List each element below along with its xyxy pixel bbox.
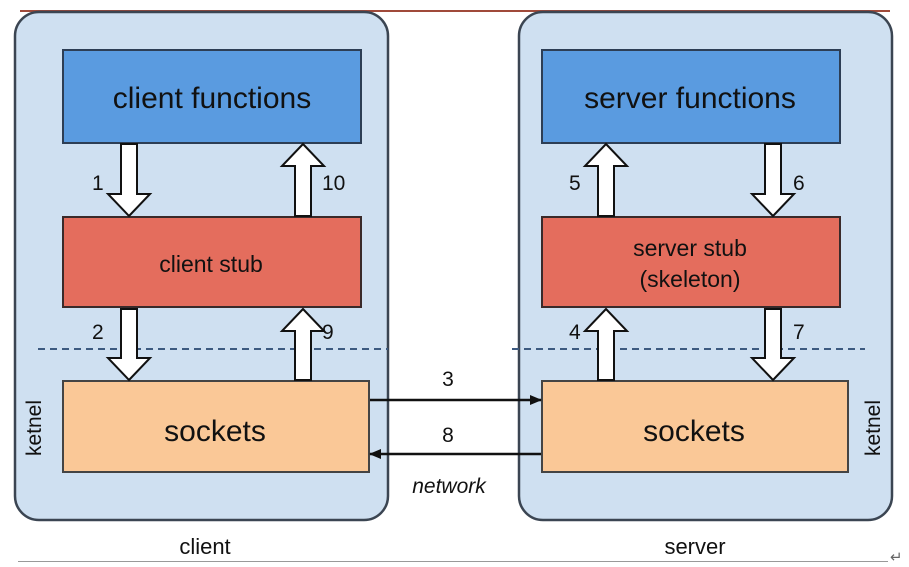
block-arrow-down-7: [749, 308, 797, 382]
client-stub-box: [62, 216, 362, 308]
block-arrow-up-10: [279, 142, 327, 217]
step-label-2: 2: [92, 321, 104, 344]
return-mark-icon: ↵: [890, 548, 903, 566]
client-functions-box: [62, 49, 362, 144]
step-label-5: 5: [569, 172, 581, 195]
block-arrow-down-6: [749, 143, 797, 218]
client-functions-label: client functions: [113, 82, 311, 115]
client-sockets-label: sockets: [164, 415, 266, 448]
server-functions-label: server functions: [584, 82, 796, 115]
server-functions-box: [541, 49, 841, 144]
step-label-1: 1: [92, 172, 104, 195]
step-label-7: 7: [793, 321, 805, 344]
step-label-4: 4: [569, 321, 581, 344]
client-stub-label: client stub: [159, 251, 263, 277]
block-arrow-down-2: [105, 308, 153, 382]
server-kernel-label: ketnel: [862, 400, 885, 456]
server-sockets-box: [541, 380, 849, 473]
block-arrow-down-1: [105, 143, 153, 218]
step-label-10: 10: [322, 172, 345, 195]
client-sockets-box: [62, 380, 370, 473]
client-kernel-label: ketnel: [23, 400, 46, 456]
step-label-9: 9: [322, 321, 334, 344]
top-rule: [20, 10, 890, 12]
server-stub-box: [541, 216, 841, 308]
block-arrow-up-5: [582, 142, 630, 217]
block-arrow-up-4: [582, 307, 630, 381]
server-sockets-label: sockets: [643, 415, 745, 448]
server-title: server: [664, 534, 725, 559]
server-stub-label-line2: (skeleton): [640, 266, 741, 292]
server-stub-label-line1: server stub: [633, 235, 747, 261]
step-label-8: 8: [442, 424, 454, 447]
network-label: network: [412, 475, 487, 498]
step-label-3: 3: [442, 368, 454, 391]
block-arrow-up-9: [279, 307, 327, 381]
step-label-6: 6: [793, 172, 805, 195]
client-title: client: [179, 534, 230, 559]
bottom-rule: [18, 561, 888, 562]
